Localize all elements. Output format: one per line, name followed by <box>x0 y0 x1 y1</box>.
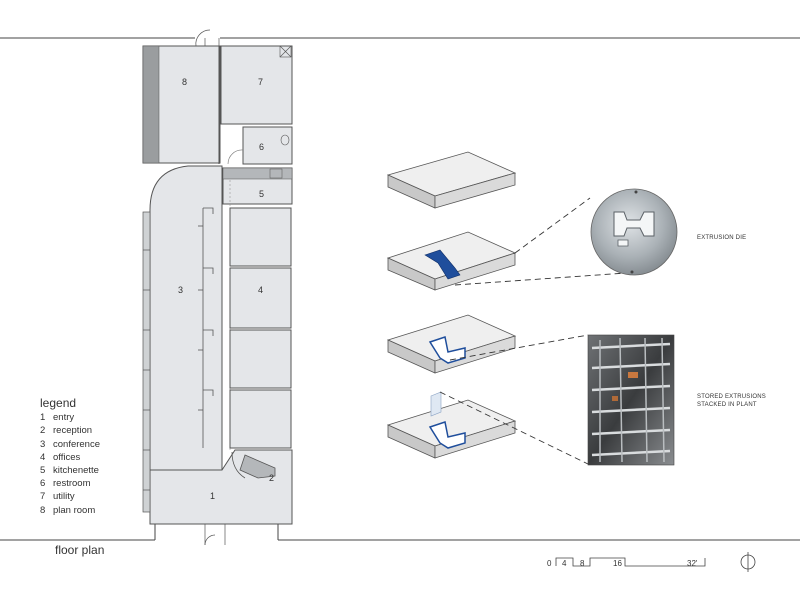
scale-tick-label: 8 <box>580 559 585 568</box>
room-label: 4 <box>258 285 263 295</box>
legend-item: 6 restroom <box>40 477 160 490</box>
iso-block-channel <box>386 314 517 374</box>
utility-fixture <box>279 45 292 58</box>
room-label: 6 <box>259 142 264 152</box>
scale-tick-label: 0 <box>547 559 552 568</box>
legend-item-label: utility <box>53 491 75 503</box>
room-utility[interactable] <box>220 45 293 125</box>
legend-item: 1 entry <box>40 411 160 424</box>
room-label: 1 <box>210 491 215 501</box>
iso-block-plain <box>386 151 517 209</box>
extrusion-channel <box>424 249 461 280</box>
legend-item-label: kitchenette <box>53 465 99 477</box>
office-room[interactable] <box>229 207 292 267</box>
legend-item-label: entry <box>53 412 75 424</box>
legend-item-number: 1 <box>40 412 46 424</box>
extrusion-die-image <box>590 188 678 276</box>
reception-curve <box>231 451 246 479</box>
legend-item: 5 kitchenette <box>40 464 160 477</box>
extrusion-piece <box>430 391 442 417</box>
room-label: 3 <box>178 285 183 295</box>
callout-stored-extrusions: STACKED IN PLANT <box>697 402 757 408</box>
kitchen-counter <box>222 167 293 180</box>
plan-title: floor plan <box>55 543 105 557</box>
legend-item: 2 reception <box>40 424 160 437</box>
door-swing-restroom <box>227 149 244 165</box>
office-room[interactable] <box>229 267 292 329</box>
legend-title: legend <box>40 396 77 410</box>
callout-stored-extrusions: STORED EXTRUSIONS <box>697 394 766 400</box>
leader-lines <box>439 197 641 466</box>
scale-bar <box>555 557 706 567</box>
legend-item-label: reception <box>53 425 93 437</box>
scale-tick-label: 32' <box>687 559 698 568</box>
legend-item-number: 8 <box>40 504 46 516</box>
callout-extrusion-die: EXTRUSION DIE <box>697 235 746 241</box>
iso-block-cut <box>386 231 517 291</box>
north-arrow-icon <box>740 552 756 572</box>
entry-door[interactable] <box>204 524 226 546</box>
legend-item: 3 conference <box>40 438 160 451</box>
room-label: 5 <box>259 189 264 199</box>
room-label: 2 <box>269 473 274 483</box>
floor-plan: 8 7 6 5 3 4 2 1 <box>142 29 293 546</box>
iso-block-insert <box>386 391 517 459</box>
legend-item-number: 6 <box>40 478 46 490</box>
room-restroom[interactable] <box>242 126 293 165</box>
room-label: 8 <box>182 77 187 87</box>
legend-item: 7 utility <box>40 490 160 503</box>
window-wall <box>142 211 151 513</box>
legend-item-label: plan room <box>53 504 96 516</box>
legend-item-label: restroom <box>53 478 91 490</box>
legend-item-number: 2 <box>40 425 46 437</box>
legend-item: 8 plan room <box>40 504 160 517</box>
room-conference-corridor[interactable] <box>149 165 223 525</box>
plan-room-counter <box>142 45 160 164</box>
stored-extrusions-image <box>587 334 675 466</box>
extrusion-profile <box>428 421 466 449</box>
partitions <box>198 207 214 448</box>
office-room[interactable] <box>229 329 292 389</box>
die-profile-icon <box>613 211 655 237</box>
legend-item-number: 4 <box>40 451 46 463</box>
legend-item-label: conference <box>53 438 101 450</box>
reception-desk[interactable] <box>239 454 276 479</box>
room-label: 7 <box>258 77 263 87</box>
scale-tick-label: 16 <box>613 559 622 568</box>
legend-item-label: offices <box>53 451 81 463</box>
legend-item: 4 offices <box>40 451 160 464</box>
kitchen-sink <box>269 168 283 179</box>
site-boundary <box>0 37 800 541</box>
legend-item-number: 5 <box>40 465 46 477</box>
legend-item-number: 7 <box>40 491 46 503</box>
office-room[interactable] <box>229 389 292 449</box>
extrusion-profile <box>428 336 466 364</box>
office-rooms <box>229 207 292 449</box>
legend-item-number: 3 <box>40 438 46 450</box>
toilet-icon <box>280 134 290 146</box>
scale-tick-label: 4 <box>562 559 567 568</box>
legend: legend 1 entry 2 reception 3 conference 4 of… <box>40 396 160 517</box>
